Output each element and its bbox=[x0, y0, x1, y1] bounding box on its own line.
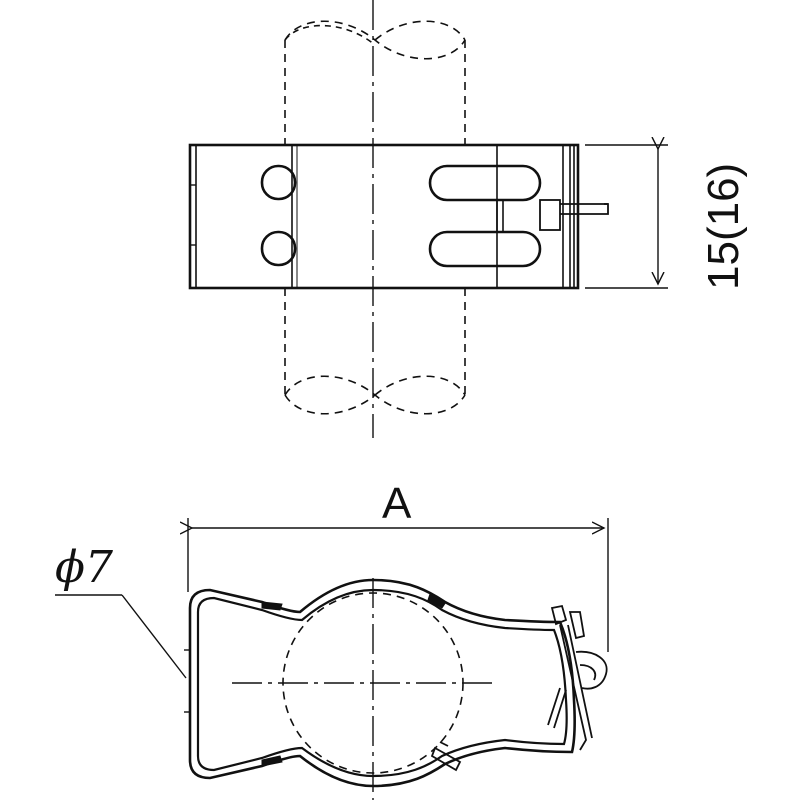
latch-mechanism bbox=[430, 604, 608, 772]
pipe-upper-phantom bbox=[284, 20, 466, 145]
front-view: A ϕ7 bbox=[55, 479, 609, 800]
clamp-outline-outer bbox=[188, 578, 576, 788]
left-edge-ticks bbox=[190, 184, 196, 246]
left-wire-ticks bbox=[184, 649, 190, 713]
band-fold-lines bbox=[195, 145, 575, 288]
height-dimension bbox=[585, 145, 668, 289]
latch-tab-top bbox=[539, 199, 609, 231]
pipe-lower-phantom bbox=[284, 288, 466, 415]
wire-diameter-leader bbox=[55, 594, 187, 679]
top-view: 15(16) bbox=[188, 0, 748, 438]
clamp-band-top bbox=[188, 143, 580, 290]
round-holes bbox=[260, 164, 297, 267]
width-dimension bbox=[188, 518, 609, 652]
pipe-section-phantom bbox=[282, 592, 464, 774]
hinge-nubs bbox=[261, 593, 447, 767]
wire-diameter-label: ϕ7 bbox=[55, 542, 113, 593]
width-dimension-label: A bbox=[382, 479, 412, 528]
clamp-outline-inner bbox=[196, 588, 568, 778]
slot-divider bbox=[496, 200, 504, 232]
height-dimension-label: 15(16) bbox=[699, 163, 748, 290]
slot-holes bbox=[428, 164, 542, 268]
